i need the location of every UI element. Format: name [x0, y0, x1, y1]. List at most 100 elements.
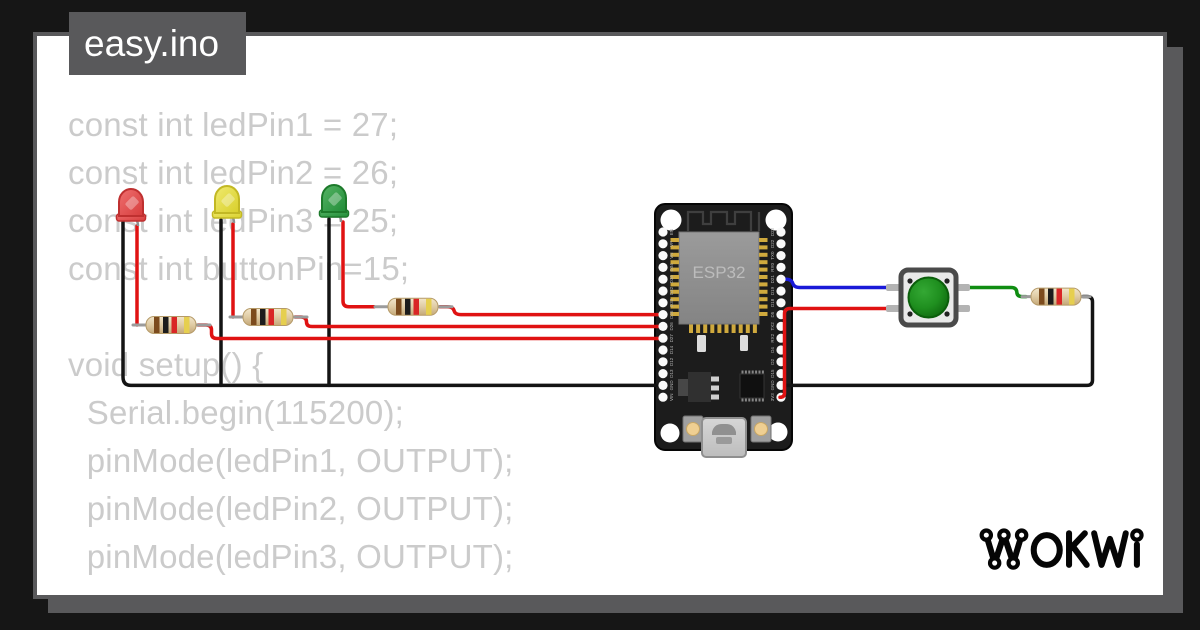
led-highlight [125, 196, 139, 210]
resistor-band-black [405, 298, 411, 315]
resistor-band-gold [426, 298, 432, 315]
signal-wires-red [135, 220, 661, 341]
pin-hole [776, 286, 786, 296]
silkscreen-mark [740, 335, 748, 351]
pin-hole [658, 262, 668, 272]
pin-label: D5 [770, 311, 775, 317]
pin-label: D25 [669, 310, 674, 319]
pin-label: D23 [770, 227, 775, 236]
file-tab-label: easy.ino [84, 23, 220, 64]
pin-label: D32 [669, 286, 674, 295]
pin-hole [658, 310, 668, 320]
pin-label: D22 [770, 239, 775, 248]
pushbutton-cap[interactable] [907, 276, 950, 319]
pin-hole [658, 333, 668, 343]
antenna-icon [686, 210, 761, 231]
wire-led3-anode [341, 220, 376, 309]
mounting-hole [660, 423, 680, 443]
pin-label: D27 [669, 334, 674, 343]
resistor-band-red [413, 298, 419, 315]
pin-label: D15 [770, 369, 775, 378]
wokwi-logo [979, 528, 1144, 570]
mounting-hole [765, 209, 787, 231]
pin-hole [658, 227, 668, 237]
wire-r3-to-d25 [438, 305, 661, 317]
pin-hole [658, 357, 668, 367]
pin-hole [776, 251, 786, 261]
pin-label: D33 [669, 298, 674, 307]
pin-label: D19 [770, 286, 775, 295]
resistor-band-brown [154, 317, 160, 333]
wire-button-red [778, 306, 900, 400]
pin-hole [658, 251, 668, 261]
pin-hole [658, 239, 668, 249]
pin-label: D21 [770, 275, 775, 284]
pin-hole [776, 227, 786, 237]
pin-label: D34 [669, 263, 674, 272]
pin-hole [658, 298, 668, 308]
pin-hole [776, 274, 786, 284]
resistor-band-brown [251, 309, 257, 325]
pushbutton[interactable] [886, 267, 970, 328]
pin-label: D18 [770, 298, 775, 307]
usb-serial-chip [739, 370, 765, 402]
pin-hole [658, 286, 668, 296]
wire-r2-to-d26 [293, 315, 661, 329]
pin-label: D4 [770, 347, 775, 353]
mounting-hole [768, 422, 788, 442]
pin-label: GND [770, 380, 775, 391]
pin-label: VIN [669, 393, 674, 401]
resistor-band-brown [1039, 288, 1045, 305]
resistor-band-red [171, 317, 177, 333]
resistor-band-black [260, 309, 266, 325]
esp32-chip: ESP32 [670, 231, 768, 333]
pin-label: 3V3 [770, 393, 775, 402]
mounting-hole [660, 209, 682, 231]
led-green [318, 184, 350, 223]
resistor-band-brown [396, 298, 402, 315]
led-highlight [328, 192, 342, 206]
pin-label: VP [669, 241, 674, 247]
chip-gold-pins [670, 238, 768, 333]
esp32-board: ESP32 [654, 203, 793, 458]
pin-label: D26 [669, 322, 674, 331]
resistor-4 [1030, 287, 1082, 306]
file-tab[interactable]: easy.ino [69, 12, 246, 75]
pin-label: EN [669, 229, 674, 235]
pin-hole [658, 380, 668, 390]
pin-label: RX0 [770, 263, 775, 272]
pin-hole [776, 262, 786, 272]
resistor-1 [145, 316, 197, 334]
pin-label: GND [669, 380, 674, 391]
pin-label: RX2 [770, 333, 775, 342]
pin-hole [658, 321, 668, 331]
pin-label: TX0 [770, 251, 775, 260]
pin-label: TX2 [770, 322, 775, 331]
pin-label: D13 [669, 369, 674, 378]
pin-label: VN [669, 252, 674, 258]
resistor-3 [387, 297, 439, 316]
pin-label: D35 [669, 275, 674, 284]
silkscreen-mark [697, 335, 706, 352]
resistor-band-red [1056, 288, 1062, 305]
resistor-band-gold [1069, 288, 1075, 305]
led-yellow [211, 185, 243, 224]
pin-hole [776, 298, 786, 308]
en-button[interactable] [682, 415, 704, 443]
usb-connector [701, 417, 747, 458]
chip-label: ESP32 [693, 263, 746, 282]
pin-hole [658, 345, 668, 355]
voltage-regulator [678, 372, 719, 402]
resistors [145, 287, 1082, 334]
pin-hole [658, 369, 668, 379]
pin-hole [776, 239, 786, 249]
led-highlight [221, 193, 235, 207]
pin-hole [658, 274, 668, 284]
resistor-band-gold [184, 317, 190, 333]
boot-button[interactable] [750, 415, 772, 443]
pin-label: D14 [669, 345, 674, 354]
resistor-band-black [163, 317, 169, 333]
wire-button-blue [777, 277, 900, 290]
